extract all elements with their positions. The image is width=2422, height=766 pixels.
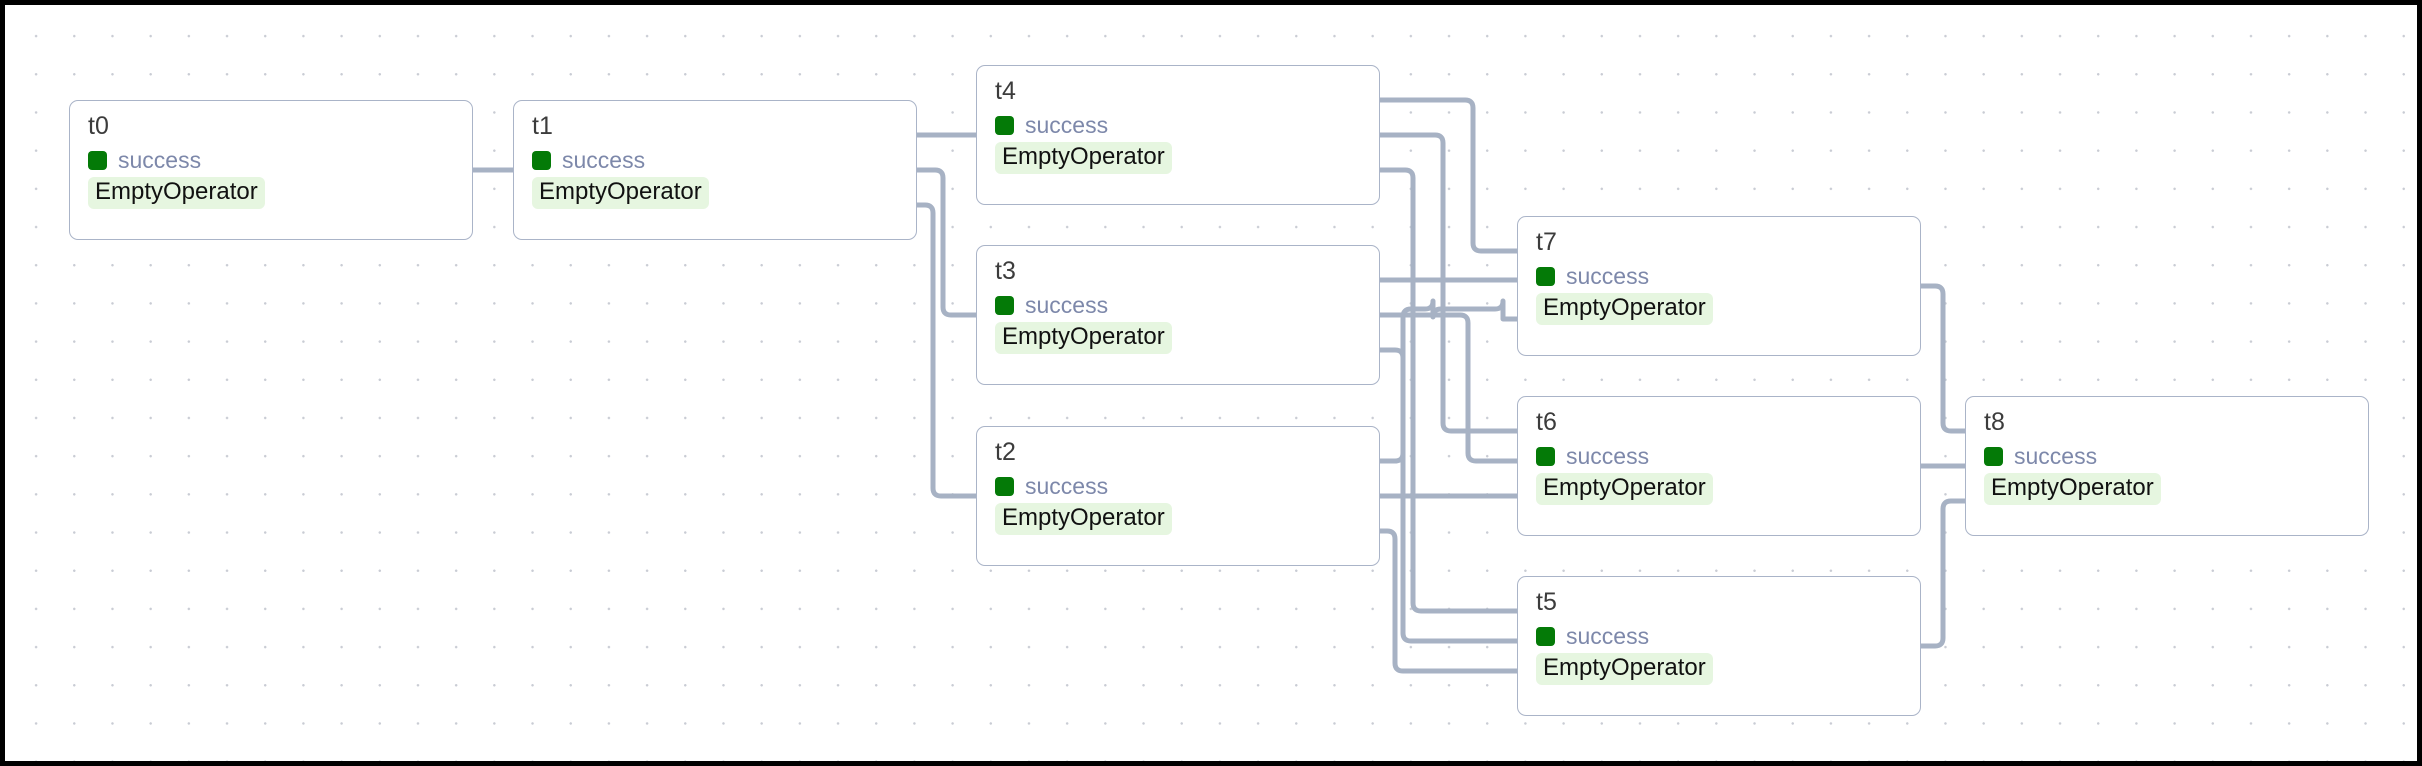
- task-operator-chip: EmptyOperator: [1984, 473, 2161, 506]
- success-square-icon: [995, 476, 1014, 496]
- task-operator-chip: EmptyOperator: [1536, 473, 1713, 506]
- task-node-title: t4: [995, 77, 1017, 105]
- task-state-label: success: [1566, 622, 1650, 649]
- task-node-title: t8: [1984, 408, 2006, 436]
- task-operator-row: EmptyOperator: [995, 322, 1361, 355]
- task-state-row: success: [1536, 262, 1902, 290]
- success-square-icon: [1536, 266, 1555, 286]
- success-square-icon: [88, 150, 107, 170]
- success-square-icon: [1984, 446, 2003, 466]
- task-operator-row: EmptyOperator: [88, 177, 454, 210]
- task-node-title: t1: [532, 112, 554, 140]
- task-state-row: success: [1536, 622, 1902, 650]
- task-operator-row: EmptyOperator: [995, 503, 1361, 536]
- success-square-icon: [995, 295, 1014, 315]
- task-operator-chip: EmptyOperator: [995, 322, 1172, 355]
- task-operator-row: EmptyOperator: [995, 142, 1361, 175]
- task-node-title: t7: [1536, 228, 1558, 256]
- task-state-row: success: [1984, 442, 2350, 470]
- task-state-row: success: [995, 291, 1361, 319]
- success-square-icon: [532, 150, 551, 170]
- task-state-row: success: [88, 146, 454, 174]
- task-state-label: success: [1025, 472, 1109, 499]
- task-operator-row: EmptyOperator: [1536, 653, 1902, 686]
- task-operator-chip: EmptyOperator: [1536, 293, 1713, 326]
- task-state-label: success: [562, 146, 646, 173]
- task-node-title: t2: [995, 438, 1017, 466]
- task-state-label: success: [1566, 262, 1650, 289]
- task-operator-chip: EmptyOperator: [88, 177, 265, 210]
- task-operator-row: EmptyOperator: [532, 177, 898, 210]
- task-state-label: success: [1566, 442, 1650, 469]
- success-square-icon: [995, 115, 1014, 135]
- task-operator-chip: EmptyOperator: [532, 177, 709, 210]
- task-state-label: success: [1025, 111, 1109, 138]
- task-node-title: t5: [1536, 588, 1558, 616]
- task-operator-row: EmptyOperator: [1536, 293, 1902, 326]
- task-operator-row: EmptyOperator: [1536, 473, 1902, 506]
- task-state-row: success: [532, 146, 898, 174]
- task-operator-chip: EmptyOperator: [995, 142, 1172, 175]
- task-operator-row: EmptyOperator: [1984, 473, 2350, 506]
- task-state-label: success: [118, 146, 202, 173]
- task-state-label: success: [1025, 291, 1109, 318]
- task-state-row: success: [1536, 442, 1902, 470]
- task-node-title: t6: [1536, 408, 1558, 436]
- task-state-row: success: [995, 111, 1361, 139]
- task-operator-chip: EmptyOperator: [995, 503, 1172, 536]
- task-state-label: success: [2014, 442, 2098, 469]
- success-square-icon: [1536, 626, 1555, 646]
- task-operator-chip: EmptyOperator: [1536, 653, 1713, 686]
- success-square-icon: [1536, 446, 1555, 466]
- task-node-title: t3: [995, 257, 1017, 285]
- task-node-title: t0: [88, 112, 110, 140]
- task-state-row: success: [995, 472, 1361, 500]
